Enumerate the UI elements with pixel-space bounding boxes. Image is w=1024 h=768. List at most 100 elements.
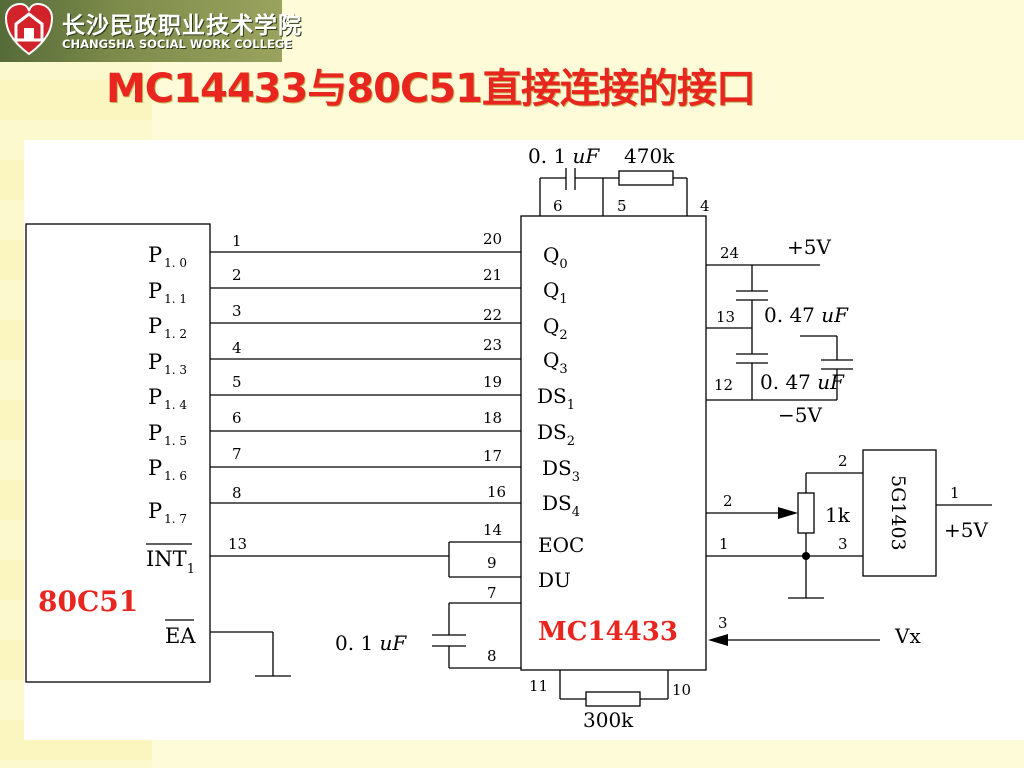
svg-text:4: 4: [700, 197, 710, 215]
svg-text:P1. 3: P1. 3: [148, 350, 187, 377]
school-name-en: CHANGSHA SOCIAL WORK COLLEGE: [62, 37, 293, 51]
svg-text:18: 18: [483, 409, 502, 427]
svg-text:0. 1 uF: 0. 1 uF: [335, 631, 407, 655]
svg-text:4: 4: [232, 339, 242, 357]
port-label-base: P: [148, 314, 162, 338]
svg-text:13: 13: [716, 308, 735, 326]
svg-text:9: 9: [487, 554, 497, 572]
ref-chip-box: [862, 449, 937, 577]
svg-text:5: 5: [232, 373, 242, 391]
svg-text:2: 2: [838, 452, 848, 470]
svg-text:3: 3: [232, 302, 242, 320]
svg-text:14: 14: [483, 521, 502, 539]
chip-mc14433-label: MC14433: [538, 617, 678, 647]
svg-text:13: 13: [228, 535, 247, 553]
svg-text:P1. 1: P1. 1: [148, 279, 187, 306]
80c51-pin-numbers: 1 2 3 4 5 6 7 8 13: [228, 232, 247, 553]
minus5v-label: −5V: [778, 403, 822, 427]
svg-text:16: 16: [487, 483, 506, 501]
chip-80c51-label: 80C51: [38, 585, 138, 618]
svg-text:DS1: DS1: [537, 384, 575, 413]
port-label-base: P: [148, 456, 162, 480]
top-cap-value: 0. 1: [528, 144, 566, 168]
svg-text:3: 3: [838, 535, 848, 553]
top-res-value: 470k: [624, 144, 675, 168]
svg-text:3: 3: [718, 614, 728, 632]
svg-text:6: 6: [232, 409, 242, 427]
port-label-base: P: [148, 243, 162, 267]
svg-text:P1. 0: P1. 0: [148, 243, 187, 270]
cap-047-b-value: 0. 47: [760, 370, 811, 394]
svg-text:0. 47 uF: 0. 47 uF: [760, 370, 845, 394]
svg-text:1: 1: [950, 484, 960, 502]
pot-value: 1k: [825, 503, 851, 527]
svg-text:Q1: Q1: [543, 278, 568, 307]
mc14433-other-pin-numbers: 6 5 4 24 13 12 2 1 3 11 10 2 1 3: [529, 197, 960, 699]
port-label-base: P: [148, 350, 162, 374]
svg-text:Q0: Q0: [543, 243, 568, 272]
eoc-label: EOC: [538, 533, 584, 557]
svg-text:INT1: INT1: [146, 547, 195, 577]
svg-text:12: 12: [714, 376, 733, 394]
school-logo-bar: 长沙民政职业技术学院 CHANGSHA SOCIAL WORK COLLEGE: [0, 0, 301, 62]
svg-text:24: 24: [720, 244, 739, 262]
svg-text:P1. 2: P1. 2: [148, 314, 187, 341]
svg-text:2: 2: [232, 266, 242, 284]
plus5v-ref-label: +5V: [944, 518, 988, 542]
svg-text:23: 23: [483, 336, 502, 354]
svg-text:DS3: DS3: [542, 456, 580, 485]
svg-text:22: 22: [483, 306, 502, 324]
pot-wiper-arrow: [778, 507, 798, 519]
school-name-cn: 长沙民政职业技术学院: [62, 13, 302, 39]
mc14433-left-pin-numbers: 20 21 22 23 19 18 17 16 14 9 7 8: [483, 230, 506, 665]
svg-text:P1. 6: P1. 6: [148, 456, 187, 483]
svg-text:1: 1: [719, 535, 729, 553]
svg-text:8: 8: [232, 484, 242, 502]
svg-text:0. 1 uF: 0. 1 uF: [528, 144, 600, 168]
heart-logo-icon: [4, 2, 54, 56]
ref-chip-name: 5G1403: [887, 475, 909, 551]
chip-80c51-box: [25, 223, 211, 683]
ea-label: EA: [165, 624, 196, 648]
svg-text:20: 20: [483, 230, 502, 248]
svg-text:17: 17: [483, 447, 502, 465]
chip-mc14433-box: [520, 215, 707, 671]
svg-text:8: 8: [487, 647, 497, 665]
svg-text:Q2: Q2: [543, 314, 568, 343]
svg-text:P1. 4: P1. 4: [148, 385, 187, 412]
svg-text:1: 1: [232, 232, 242, 250]
svg-text:DS4: DS4: [542, 491, 580, 520]
component-labels: 0. 1 uF 470k +5V 0. 47 uF 0. 47 uF −5V 1…: [335, 144, 988, 732]
svg-text:P1. 7: P1. 7: [148, 499, 187, 526]
svg-text:7: 7: [487, 584, 497, 602]
svg-text:DS2: DS2: [537, 420, 575, 449]
mc14433-signal-labels: Q0 Q1 Q2 Q3 DS1 DS2 DS3 DS4 EOC DU: [537, 243, 584, 592]
svg-text:21: 21: [483, 266, 502, 284]
port-label-base: P: [148, 499, 162, 523]
vx-input-arrow: [708, 634, 728, 646]
bottom-res-value: 300k: [583, 708, 634, 732]
slide-title: MC14433与80C51直接连接的接口: [106, 66, 756, 112]
svg-text:19: 19: [483, 373, 502, 391]
port-label-base: P: [148, 385, 162, 409]
left-cap-value: 0. 1: [335, 631, 373, 655]
svg-text:0. 47 uF: 0. 47 uF: [764, 303, 849, 327]
svg-text:Q3: Q3: [543, 348, 568, 377]
cap-047-a-value: 0. 47: [764, 303, 815, 327]
svg-text:7: 7: [232, 445, 242, 463]
port-label-base: P: [148, 421, 162, 445]
plus5v-top-label: +5V: [787, 235, 831, 259]
port-label-base: P: [148, 279, 162, 303]
svg-text:2: 2: [723, 492, 733, 510]
svg-text:P1. 5: P1. 5: [148, 421, 187, 448]
wires: [25, 168, 992, 707]
svg-text:10: 10: [672, 681, 691, 699]
int-label: INT: [146, 547, 187, 571]
svg-text:6: 6: [553, 197, 563, 215]
svg-text:5: 5: [617, 197, 627, 215]
vx-label: Vx: [894, 624, 921, 648]
svg-text:11: 11: [529, 677, 548, 695]
du-label: DU: [538, 568, 571, 592]
